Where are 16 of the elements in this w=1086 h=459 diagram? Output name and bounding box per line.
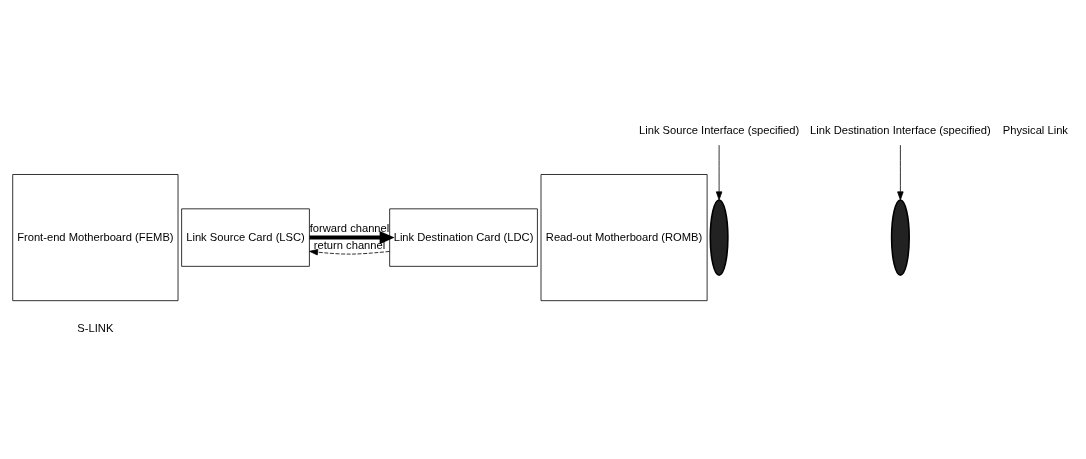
label: Physical Link bbox=[1002, 123, 1068, 136]
node-box: Front-end Motherboard (FEMB) bbox=[12, 173, 179, 301]
node-ellipse bbox=[709, 198, 729, 276]
arrow bbox=[897, 144, 904, 200]
node-box: Link Destination Card (LDC) bbox=[389, 207, 538, 267]
node-box: Link Source Card (LSC) bbox=[181, 207, 310, 267]
arrow bbox=[309, 230, 395, 244]
edge-label: forward channel bbox=[309, 221, 390, 234]
arrow bbox=[715, 144, 723, 200]
label: S-LINK bbox=[77, 321, 114, 334]
arrow bbox=[309, 248, 390, 255]
edge-label: return channel bbox=[313, 238, 386, 251]
node-box: Read-out Motherboard (ROMB) bbox=[540, 173, 708, 301]
node-text: Link Source Interface (specified) bbox=[638, 123, 800, 136]
node-ellipse bbox=[890, 198, 910, 276]
node-text: Link Destination Interface (specified) bbox=[810, 123, 991, 136]
